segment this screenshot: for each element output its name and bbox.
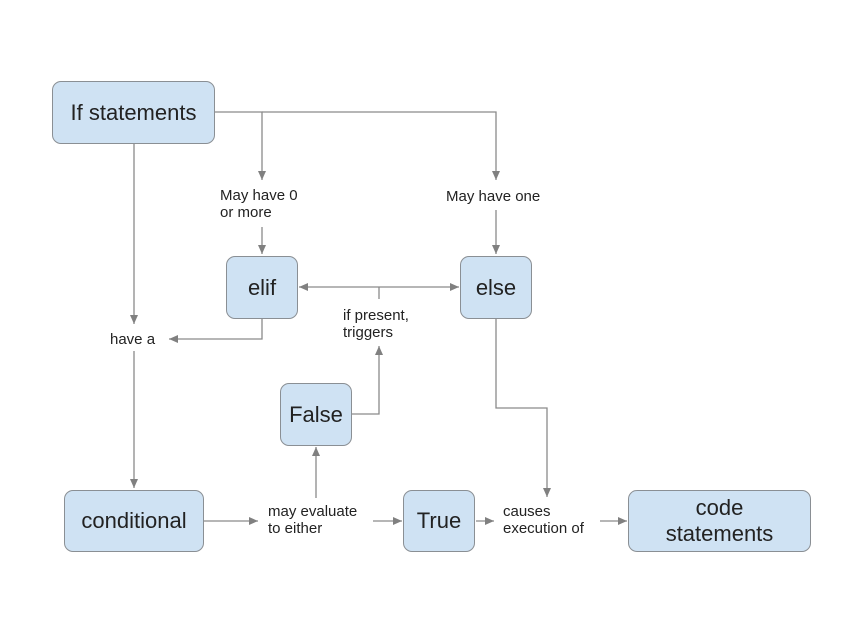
label-may-evaluate: may evaluate to either — [268, 503, 358, 537]
edge-else-to-causes — [495, 319, 551, 497]
node-if-statements: If statements — [52, 81, 215, 144]
node-true: True — [403, 490, 475, 552]
edge-if-to-label-zero — [215, 111, 266, 180]
node-else: else — [460, 256, 532, 319]
edge-if-to-label-one — [262, 111, 500, 180]
node-false: False — [280, 383, 352, 446]
label-have-a: have a — [110, 331, 156, 348]
node-conditional: conditional — [64, 490, 204, 552]
edge-false-to-triggers — [351, 346, 383, 415]
edge-elif-to-have-a — [169, 319, 263, 343]
label-may-have-zero: May have 0 or more — [220, 187, 298, 221]
label-causes-execution: causes execution of — [503, 503, 584, 537]
node-elif: elif — [226, 256, 298, 319]
label-if-present: if present, triggers — [343, 307, 409, 341]
label-may-have-one: May have one — [446, 188, 541, 205]
node-code-statements: code statements — [628, 490, 811, 552]
